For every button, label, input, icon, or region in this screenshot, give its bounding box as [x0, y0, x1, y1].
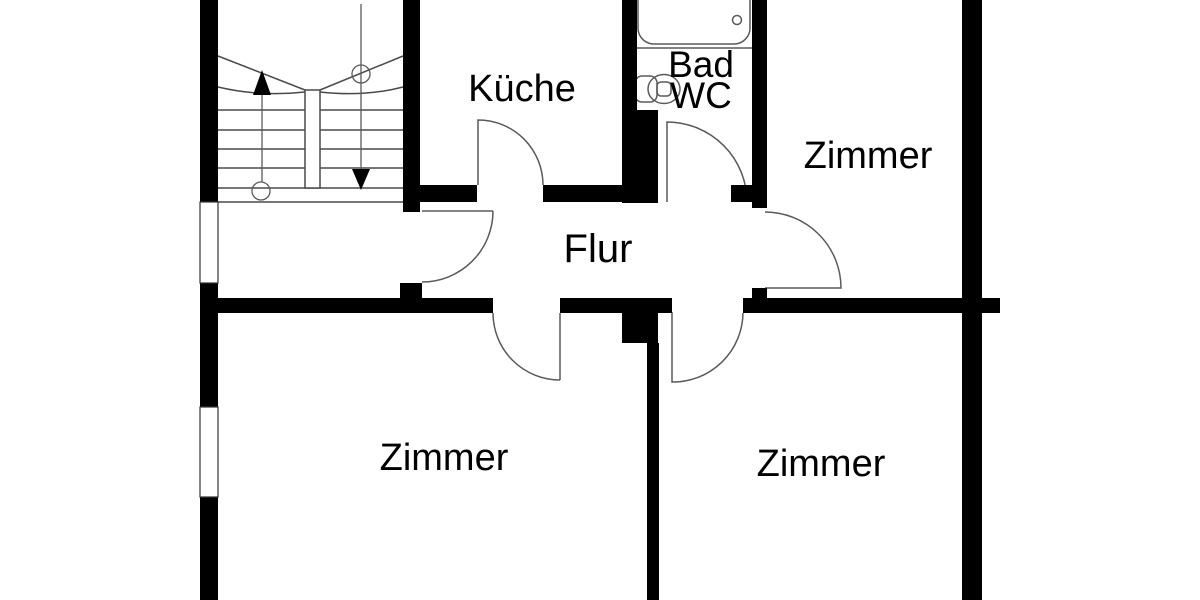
walls — [200, 0, 1000, 600]
bathtub-drain-icon — [731, 14, 743, 26]
hallway-wall-segment — [743, 298, 1000, 313]
room-divider-wall — [647, 343, 659, 600]
room-label-zimmer-bottom-right: Zimmer — [757, 443, 886, 485]
bath-wall-segment — [731, 185, 752, 202]
room-label-bad: Bad — [668, 44, 734, 85]
room-label-kitchen: Küche — [468, 68, 576, 110]
entrance-door-arc — [421, 210, 494, 283]
stair-down-arrow-icon — [352, 169, 370, 190]
kitchen-wall-segment — [420, 185, 477, 202]
kitchen-bath-wall — [622, 0, 637, 112]
room-label-wc: WC — [670, 75, 732, 116]
stairwell-wall — [403, 0, 420, 212]
room-label-zimmer-bottom-left: Zimmer — [380, 437, 509, 479]
bath-room-wall — [752, 0, 767, 208]
left-wall-segment — [200, 0, 218, 202]
room-top-right-door-arc — [764, 211, 842, 289]
toilet-seat-icon — [656, 81, 672, 97]
bathtub-icon — [637, 0, 751, 45]
left-wall-segment — [200, 283, 218, 407]
bath-fixtures — [634, 0, 752, 105]
stair-newel — [304, 89, 321, 189]
toilet-bowl-icon — [647, 73, 681, 105]
stair-winder-curve — [319, 86, 404, 95]
doors — [421, 119, 842, 383]
room-label-flur: Flur — [564, 227, 633, 271]
windows — [199, 201, 219, 498]
room-bottom-left-door-arc — [492, 312, 561, 381]
room-labels: Küche Bad WC Zimmer Flur Zimmer Zimmer — [380, 44, 933, 485]
hallway-wall-segment — [218, 298, 493, 313]
room-label-zimmer-top-right: Zimmer — [804, 135, 933, 177]
left-wall-segment — [200, 497, 218, 600]
kitchen-door-arc — [477, 119, 544, 186]
stair-walkline-start-circle — [251, 181, 271, 201]
room-divider-pillar — [622, 313, 658, 343]
window — [199, 406, 219, 498]
window — [199, 201, 219, 284]
stair-walkline-start-circle — [351, 64, 371, 84]
bath-door-arc — [666, 121, 748, 203]
kitchen-wall-segment — [543, 185, 658, 202]
hallway-wall-segment — [560, 298, 672, 313]
room-bottom-right-door-arc — [671, 312, 744, 383]
stair-up-arrow-icon — [253, 70, 271, 95]
staircase — [217, 4, 420, 203]
door-jamb-stub — [400, 283, 422, 298]
